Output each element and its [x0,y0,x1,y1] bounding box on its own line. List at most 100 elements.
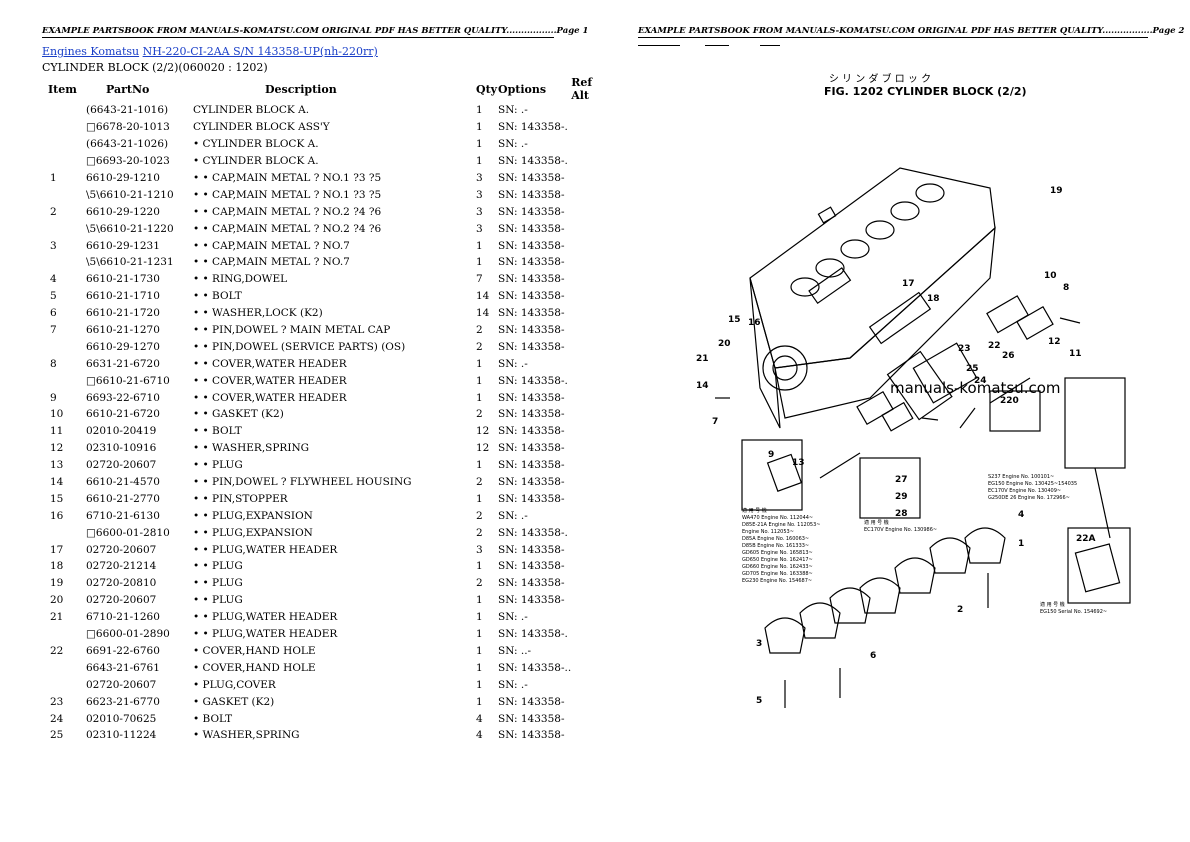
qty-cell: 12 [476,425,490,438]
column-header-ref-alt: Ref Alt [571,76,593,102]
qty-cell: 4 [476,712,483,725]
breadcrumb-link-model[interactable]: NH-220-CI-2AA S/N 143358-UP(nh-220rr) [142,45,378,58]
qty-cell: 1 [476,644,483,657]
description-cell: • • RING,DOWEL [193,273,288,286]
qty-cell: 1 [476,695,483,708]
partno-cell: □6693-20-1023 [86,155,170,168]
qty-cell: 1 [476,594,483,607]
note-line: D85B Engine No. 161333~ [742,543,809,549]
partno-cell: 6693-22-6710 [86,391,160,404]
note-line: EC170V Engine No. 130409~ [988,488,1061,494]
partno-cell: □6678-20-1013 [86,121,170,134]
callout-label: 9 [768,450,774,460]
options-cell: SN: .- [498,104,528,117]
item-cell: 11 [50,425,64,438]
ref-alt-cell [571,254,611,271]
options-cell: SN: .- [498,357,528,370]
options-cell: SN: 143358- [498,594,565,607]
description-cell: • • PLUG,WATER HEADER [193,543,338,556]
callout-label: 24 [974,376,987,386]
note-line: 適 用 号 機 [742,507,767,514]
callout-label: 20 [718,339,731,349]
qty-cell: 2 [476,577,483,590]
description-cell: • • BOLT [193,290,242,303]
options-cell: SN: 143358-. [498,526,568,539]
item-cell: 16 [50,509,64,522]
description-cell: • • COVER,WATER HEADER [193,357,347,370]
description-cell: • • GASKET (K2) [193,408,284,421]
description-cell: • • WASHER,SPRING [193,442,310,455]
partno-cell: 6610-21-1710 [86,290,160,303]
qty-cell: 1 [476,661,483,674]
qty-cell: 1 [476,357,483,370]
qty-cell: 12 [476,442,490,455]
description-cell: • GASKET (K2) [193,695,275,708]
ref-alt-cell [571,288,611,305]
ref-alt-cell [571,490,611,507]
qty-cell: 14 [476,307,490,320]
callout-label: 27 [895,475,908,485]
callout-label: 8 [1063,283,1069,293]
table-row: 6610-29-1270• • PIN,DOWEL (SERVICE PARTS… [42,338,611,355]
options-cell: SN: 143358- [498,290,565,303]
divider [760,45,780,46]
item-cell [42,153,86,170]
callout-label: 2 [957,605,963,615]
item-cell: 13 [50,459,64,472]
item-cell [42,524,86,541]
description-cell: • PLUG,COVER [193,678,276,691]
partno-cell: 6610-21-6720 [86,408,160,421]
callout-label: 6 [870,651,876,661]
options-cell: SN: 143358-. [498,628,568,641]
partno-cell: 6631-21-6720 [86,357,160,370]
ref-alt-cell [571,406,611,423]
item-cell [42,659,86,676]
cylinder-block-drawing [715,167,1131,708]
item-cell: 22 [50,644,64,657]
qty-cell: 1 [476,628,483,641]
ref-alt-cell [571,440,611,457]
options-cell: SN: 143358- [498,560,565,573]
description-cell: • • CAP,MAIN METAL ? NO.2 ?4 ?6 [193,205,382,218]
options-cell: SN: 143358- [498,492,565,505]
description-cell: • CYLINDER BLOCK A. [193,155,319,168]
item-cell: 8 [50,357,57,370]
options-cell: SN: 143358- [498,222,565,235]
options-cell: SN: 143358- [498,391,565,404]
item-cell: 9 [50,391,57,404]
breadcrumb-link-engines[interactable]: Engines Komatsu [42,45,140,58]
callout-label: 22 [988,341,1001,351]
partno-cell: □6610-21-6710 [86,374,170,387]
item-cell [42,372,86,389]
ref-alt-cell [571,186,611,203]
ref-alt-cell [571,575,611,592]
description-cell: • • CAP,MAIN METAL ? NO.7 [193,256,350,269]
options-cell: SN: 143358- [498,577,565,590]
options-cell: SN: 143358-.. [498,661,572,674]
note-line: GD605 Engine No. 165813~ [742,550,813,556]
partno-cell: □6600-01-2810 [86,526,170,539]
qty-cell: 1 [476,391,483,404]
item-cell [42,338,86,355]
callout-label: 26 [1002,351,1015,361]
options-cell: SN: 143358- [498,408,565,421]
qty-cell: 1 [476,678,483,691]
options-cell: SN: 143358- [498,273,565,286]
ref-alt-cell [571,474,611,491]
item-cell: 23 [50,695,64,708]
callout-label: 3 [756,639,762,649]
callout-label: 18 [927,294,940,304]
qty-cell: 1 [476,121,483,134]
partno-cell: 6610-21-1720 [86,307,160,320]
description-cell: CYLINDER BLOCK A. [193,104,310,117]
ref-alt-cell [571,389,611,406]
